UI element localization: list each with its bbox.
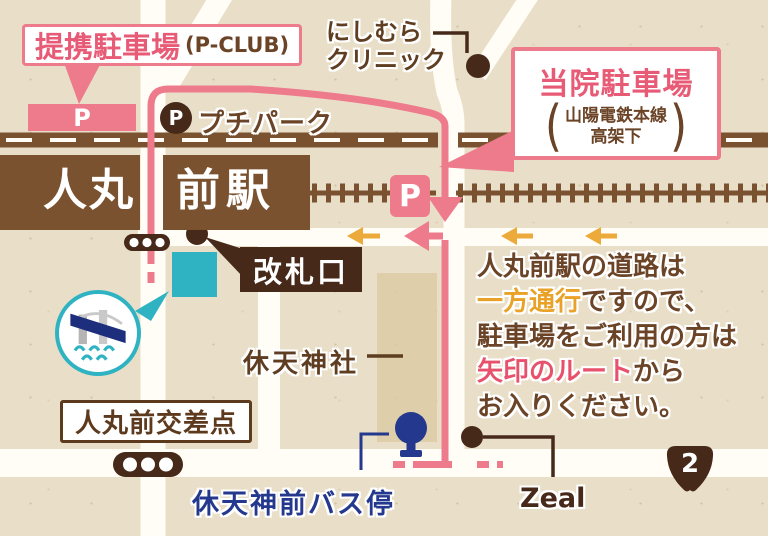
route-number-label: 2: [680, 449, 700, 479]
petit-park-label: プチパーク: [198, 109, 334, 139]
traffic-light-icon: [124, 234, 170, 251]
notice-line3: 駐車場をご利用の方は: [477, 322, 738, 352]
callout-pointers: [64, 63, 514, 321]
logo-bubble-tail: [135, 291, 169, 321]
shrine-label: 休天神社: [243, 349, 360, 379]
one-way-arrows: [347, 227, 617, 245]
clinic-parking-pointer: [439, 130, 514, 172]
clinic-parking-sub1: 山陽電鉄本線: [565, 105, 667, 126]
route-path: [147, 85, 503, 468]
clinic-parking-subtitle: ( 山陽電鉄本線 高架下 ): [545, 98, 687, 153]
one-way-arrowhead-icon: [585, 227, 601, 245]
partner-parking-callout: 提携駐車場 (P-CLUB): [22, 24, 302, 66]
notice-line2: 一方通行ですので、: [477, 285, 737, 320]
clinic-parking-icon: P: [390, 175, 430, 217]
ticket-gate-label: 改札口: [252, 254, 349, 289]
paren-close: ): [670, 94, 688, 158]
route-main-line: [147, 85, 449, 253]
road-vertical-east: [430, 0, 465, 468]
intersection-callout: 人丸前交差点: [60, 400, 252, 443]
zeal-label: Zeal: [520, 483, 586, 514]
route-arrow-left-icon: [404, 221, 429, 251]
route-shield-icon: [666, 446, 714, 492]
bridge-logo-icon: [70, 309, 126, 361]
station-name-left: 人丸: [43, 165, 135, 216]
clinic-building: [172, 252, 217, 297]
notice-highlight-oneway: 一方通行: [477, 287, 582, 317]
partner-parking-pointer: [64, 63, 101, 104]
station-block-right: 前駅: [163, 155, 310, 230]
clinic-parking-callout: 当院駐車場 ( 山陽電鉄本線 高架下 ): [511, 47, 721, 160]
one-way-arrowhead-icon: [347, 227, 363, 245]
nishimura-line2: クリニック: [326, 46, 446, 74]
notice-line4-rest: から: [633, 357, 686, 387]
parking-letter: P: [73, 103, 91, 132]
clinic-parking-title: 当院駐車場: [538, 66, 694, 102]
nishimura-clinic-label: にしむら クリニック: [326, 18, 446, 74]
petit-park-parking-icon: P: [160, 102, 192, 134]
notice-highlight-route: 矢印のルート: [477, 357, 634, 387]
station-block-left: 人丸: [0, 155, 140, 230]
bus-stop-leader: [359, 432, 389, 470]
zeal-leader: [483, 435, 555, 477]
parking-letter: P: [399, 178, 421, 214]
station-name-right: 前駅: [176, 165, 276, 216]
parking-letter: P: [168, 106, 184, 130]
nishimura-leader: [433, 31, 469, 53]
notice-line1: 人丸前駅の道路は: [477, 252, 686, 282]
one-way-notice: 人丸前駅の道路は 一方通行ですので、 駐車場をご利用の方は 矢印のルートから お…: [477, 250, 737, 425]
ticket-gate-callout: 改札口: [240, 247, 362, 292]
notice-line5: お入りください。: [477, 392, 686, 422]
traffic-light-icon: [113, 452, 183, 477]
markers: [113, 54, 714, 492]
notice-line2-rest: ですので、: [581, 287, 710, 317]
ticket-gate-pointer: [205, 237, 243, 277]
zeal-dot: [461, 426, 483, 448]
route-arrow-down-icon: [428, 197, 463, 222]
leader-lines: [359, 31, 555, 477]
clinic-parking-sub2: 高架下: [590, 126, 642, 147]
clinic-logo: [55, 290, 141, 376]
nishimura-dot: [466, 54, 490, 78]
one-way-arrowhead-icon: [501, 227, 517, 245]
nishimura-line1: にしむら: [326, 18, 422, 46]
intersection-label: 人丸前交差点: [74, 409, 237, 439]
partner-parking-title: 提携駐車場: [35, 30, 181, 64]
partner-parking-subtitle: (P-CLUB): [185, 33, 290, 57]
notice-line4: 矢印のルートから: [477, 355, 737, 390]
clinic-parking-sub-lines: 山陽電鉄本線 高架下: [565, 106, 667, 148]
paren-open: (: [544, 94, 562, 158]
partner-parking-icon: P: [28, 103, 136, 132]
bus-stop-label: 休天神前バス停: [192, 489, 395, 520]
bus-stop-icon: [395, 412, 427, 457]
